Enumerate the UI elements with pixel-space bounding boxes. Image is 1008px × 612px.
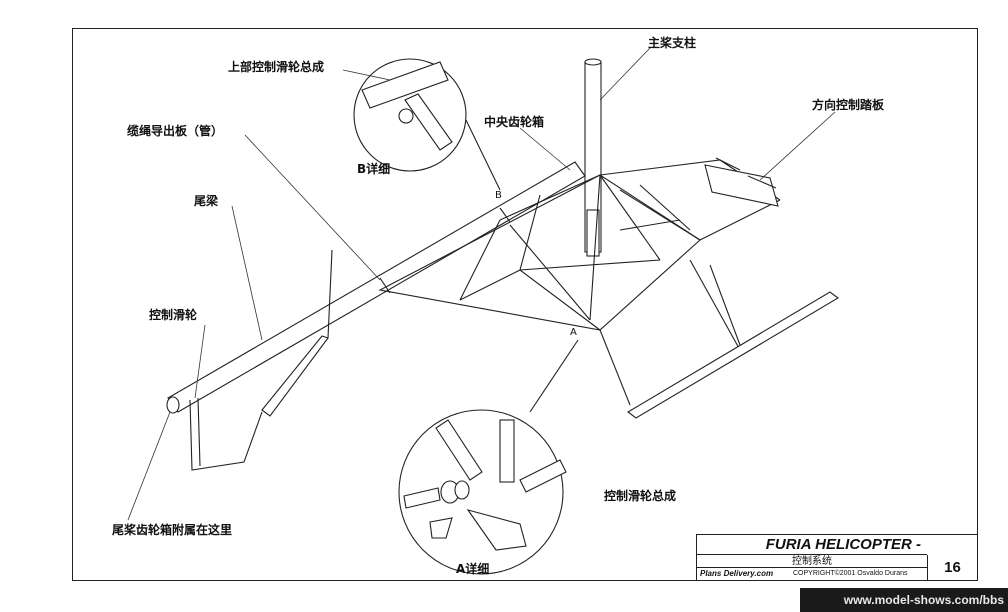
label-tail-boom: 尾梁 (194, 194, 219, 208)
copyright: COPYRIGHT©2001 Osvaldo Durans (793, 570, 908, 577)
drawing-title: FURIA HELICOPTER - (697, 535, 927, 555)
drawing-border (72, 28, 978, 581)
tail-guard (189, 397, 263, 471)
label-control-pulley-assembly: 控制滑轮总成 (604, 489, 677, 503)
sheet-number: 16 (927, 555, 977, 580)
watermark: www.model-shows.com/bbs (800, 588, 1008, 612)
detail-b-view (353, 58, 501, 191)
label-cable-guide-plate: 缆绳导出板（管） (127, 124, 224, 138)
main-rotor-mast (584, 58, 602, 257)
rudder-pedals (704, 157, 779, 207)
label-central-gearbox: 中央齿轮箱 (484, 115, 545, 129)
label-upper-pulley-assembly: 上部控制滑轮总成 (228, 60, 325, 74)
label-main-rotor-mast: 主桨支柱 (648, 36, 697, 50)
label-detail-b: B详细 (357, 162, 391, 176)
point-label-a: A (570, 327, 577, 338)
leader-lines (127, 47, 836, 521)
title-block: FURIA HELICOPTER - 控制系统 Plans Delivery.c… (696, 534, 978, 581)
publisher: Plans Delivery.com (700, 569, 774, 578)
label-tail-gearbox-note: 尾桨齿轮箱附属在这里 (112, 523, 233, 537)
tail-fin (261, 249, 333, 417)
point-label-b: B (495, 190, 502, 201)
label-control-pulley: 控制滑轮 (149, 308, 198, 322)
label-detail-a: A详细 (456, 562, 490, 576)
drawing-subtitle: 控制系统 (697, 555, 927, 568)
tail-boom (166, 161, 586, 414)
label-rudder-pedal: 方向控制踏板 (812, 98, 885, 112)
detail-a-view (398, 339, 579, 575)
landing-gear (599, 259, 839, 419)
